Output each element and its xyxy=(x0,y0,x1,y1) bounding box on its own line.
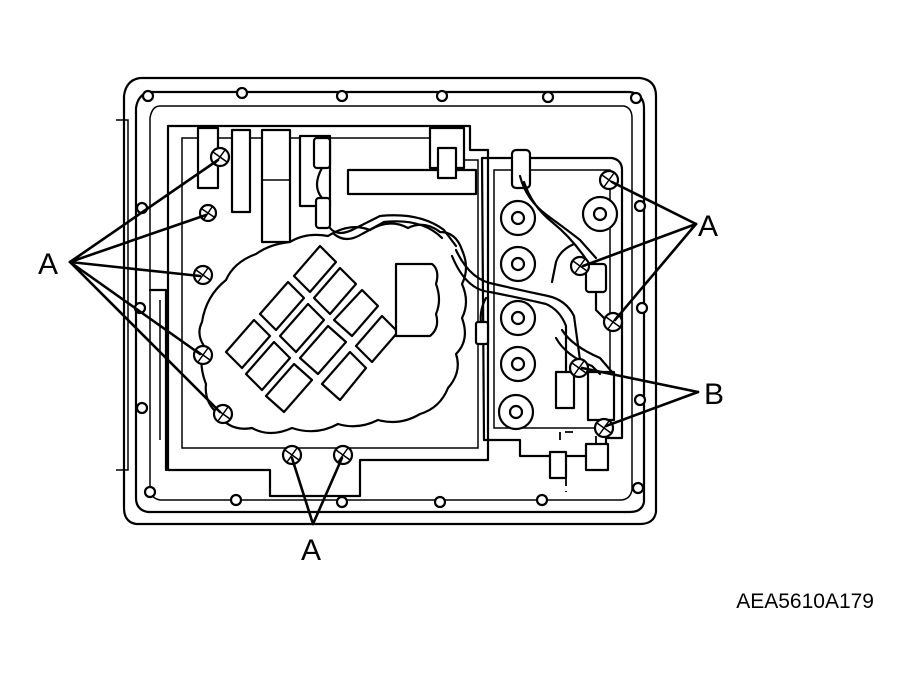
bolt-a-2 xyxy=(198,203,218,223)
bolts-a xyxy=(192,146,624,466)
solenoid-rings xyxy=(497,195,619,431)
label-a-bottom: A xyxy=(301,534,321,567)
bolt-a-4 xyxy=(192,344,214,366)
wiring-harness xyxy=(312,136,614,376)
bolt-a-6 xyxy=(281,444,303,466)
bolt-a-3 xyxy=(192,264,214,286)
label-a-left: A xyxy=(38,248,58,281)
bolt-b-2 xyxy=(593,417,615,439)
leader-lines xyxy=(68,158,700,526)
label-a-right: A xyxy=(698,210,718,243)
bolt-a-8 xyxy=(598,169,620,191)
bolt-a-7 xyxy=(332,444,354,466)
figure-code: AEA5610A179 xyxy=(736,590,874,613)
label-b-right: B xyxy=(704,378,724,411)
bolt-a-9 xyxy=(569,255,591,277)
case-flange xyxy=(122,76,658,526)
oil-strainer xyxy=(198,222,468,435)
flange-bolt-holes xyxy=(133,86,649,509)
solenoid-block xyxy=(480,148,624,492)
